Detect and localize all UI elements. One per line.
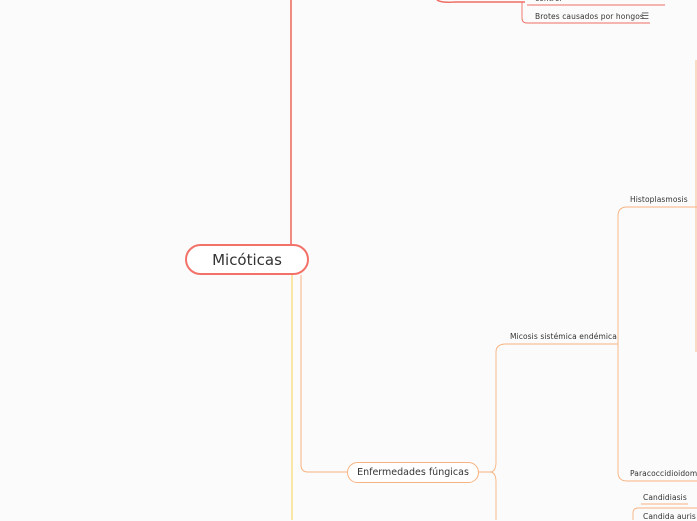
candidiasis-label[interactable]: Candidiasis	[643, 493, 687, 502]
connector-candida-auris	[632, 507, 697, 520]
connector-enfermedades	[300, 275, 347, 473]
control-label[interactable]: control	[535, 0, 562, 3]
connector-brotes	[521, 2, 650, 24]
histoplasmosis-label[interactable]: Histoplasmosis	[630, 195, 688, 204]
enfermedades-label: Enfermedades fúngicas	[357, 467, 469, 478]
notes-icon[interactable]: ☰	[641, 12, 650, 22]
paracoccidioidomicosis-label[interactable]: Paracoccidioidomic	[630, 469, 697, 478]
candida-auris-label[interactable]: Candida auris	[643, 512, 696, 521]
brotes-label[interactable]: Brotes causados por hongos	[535, 12, 644, 21]
connector-lower	[489, 471, 497, 520]
connector-micosis	[479, 343, 618, 473]
root-node[interactable]: Micóticas	[185, 244, 309, 275]
connector-histoplasmosis	[617, 206, 697, 344]
connector-top-right	[436, 0, 525, 4]
connector-paracoccidioidomicosis	[617, 344, 697, 482]
micosis-label[interactable]: Micosis sistémica endémica	[510, 332, 617, 341]
root-label: Micóticas	[212, 250, 282, 269]
enfermedades-node[interactable]: Enfermedades fúngicas	[347, 462, 479, 483]
